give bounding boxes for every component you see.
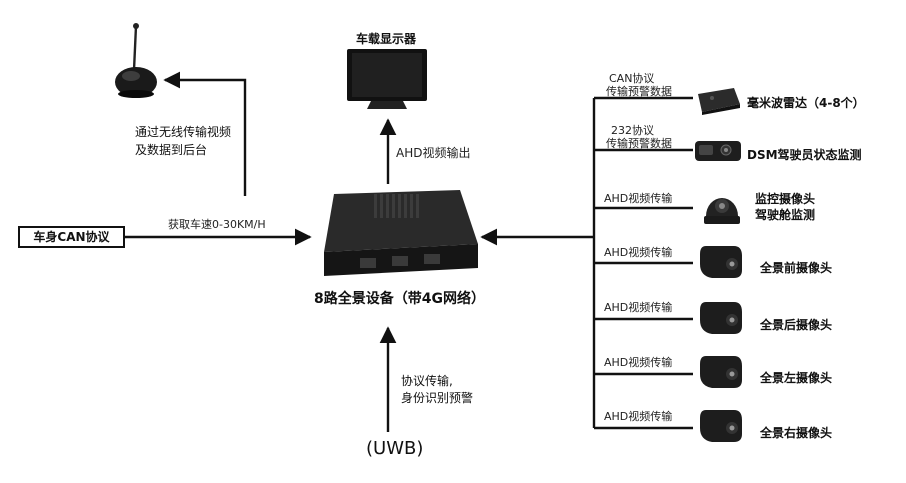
rear-camera-label: 全景后摄像头 [760, 318, 833, 332]
right-camera-label: 全景右摄像头 [760, 426, 833, 440]
ahd-output-label: AHD视频输出 [396, 146, 471, 160]
front-camera-label: 全景前摄像头 [760, 261, 833, 275]
link-label-dome: AHD视频传输 [604, 192, 673, 205]
antenna-icon [115, 23, 157, 98]
dsm-label: DSM驾驶员状态监测 [747, 148, 862, 162]
display-monitor-icon [347, 49, 427, 109]
link-label-rear: AHD视频传输 [604, 301, 673, 314]
left-camera-label: 全景左摄像头 [760, 371, 833, 385]
link-label-right: AHD视频传输 [604, 410, 673, 423]
wireless-label-line1: 通过无线传输视频 [135, 125, 232, 139]
dome-camera-icon [704, 198, 740, 224]
main-device-icon [324, 190, 478, 276]
radar-label: 毫米波雷达（4-8个） [747, 96, 865, 110]
front-camera-icon [700, 246, 742, 278]
wireless-label-line2: 及数据到后台 [135, 143, 208, 157]
link-label-radar-line1: CAN协议 [609, 72, 655, 85]
dome-label-line2: 驾驶舱监测 [755, 208, 816, 222]
link-label-left: AHD视频传输 [604, 356, 673, 369]
link-label-dsm-line2: 传输预警数据 [606, 137, 672, 150]
can-body-label: 车身CAN协议 [33, 230, 110, 244]
uwb-label-line1: 协议传输, [401, 374, 453, 388]
uwb-label-line2: 身份识别预警 [401, 391, 474, 405]
display-title: 车载显示器 [356, 32, 417, 46]
can-body-box: 车身CAN协议 [18, 226, 125, 248]
link-label-dsm-line1: 232协议 [611, 124, 654, 137]
speed-label: 获取车速0-30KM/H [168, 218, 266, 231]
dome-label-line1: 监控摄像头 [755, 192, 816, 206]
link-label-front: AHD视频传输 [604, 246, 673, 259]
radar-icon [698, 88, 740, 115]
uwb-label: (UWB) [366, 438, 424, 459]
left-camera-icon [700, 356, 742, 388]
right-camera-icon [700, 410, 742, 442]
dsm-icon [695, 141, 741, 161]
device-title: 8路全景设备（带4G网络） [314, 291, 485, 307]
link-label-radar-line2: 传输预警数据 [606, 85, 672, 98]
rear-camera-icon [700, 302, 742, 334]
wireless-arrow [163, 71, 247, 196]
